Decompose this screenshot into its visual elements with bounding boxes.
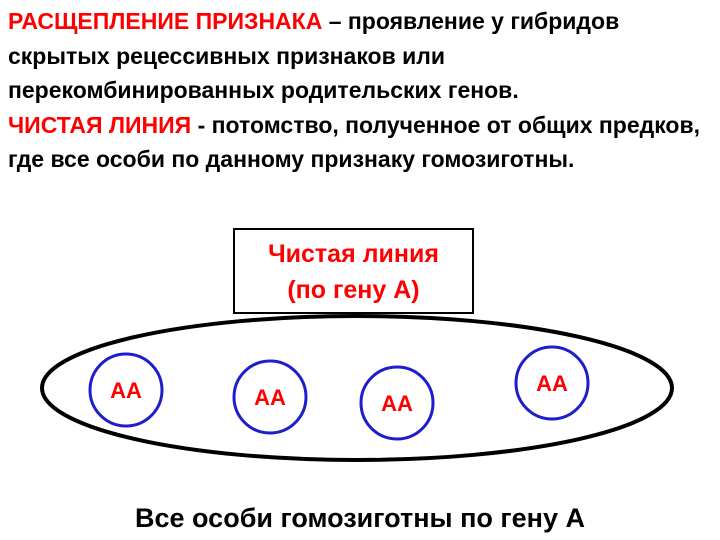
individual-circle	[514, 345, 590, 421]
individual-4: АА	[514, 345, 590, 421]
label-line-1: Чистая линия	[268, 240, 439, 268]
conclusion-text: Все особи гомозиготны по гену А	[135, 503, 585, 533]
individual-circle	[88, 352, 164, 428]
individual-3: АА	[359, 365, 435, 441]
term-pure-line: ЧИСТАЯ ЛИНИЯ	[8, 111, 192, 138]
individual-circle	[359, 365, 435, 441]
definition-splitting: – проявление у гибридов скрытых рецессив…	[8, 8, 620, 103]
term-splitting: РАСЩЕПЛЕНИЕ ПРИЗНАКА	[8, 8, 323, 34]
pure-line-label-box: Чистая линия (по гену А)	[233, 228, 474, 314]
genotype-label: АА	[381, 391, 413, 416]
definitions-text: РАСЩЕПЛЕНИЕ ПРИЗНАКА – проявление у гибр…	[8, 4, 708, 177]
genotype-label: АА	[536, 371, 568, 396]
population-ellipse	[40, 314, 674, 462]
individual-circle	[232, 359, 308, 435]
genotype-label: АА	[110, 378, 142, 403]
individual-1: АА	[88, 352, 164, 428]
definition-pure-line: - потомство, полученное от общих предков…	[8, 111, 701, 173]
individual-2: АА	[232, 359, 308, 435]
label-line-2: (по гену А)	[287, 276, 420, 304]
genotype-label: АА	[254, 385, 286, 410]
